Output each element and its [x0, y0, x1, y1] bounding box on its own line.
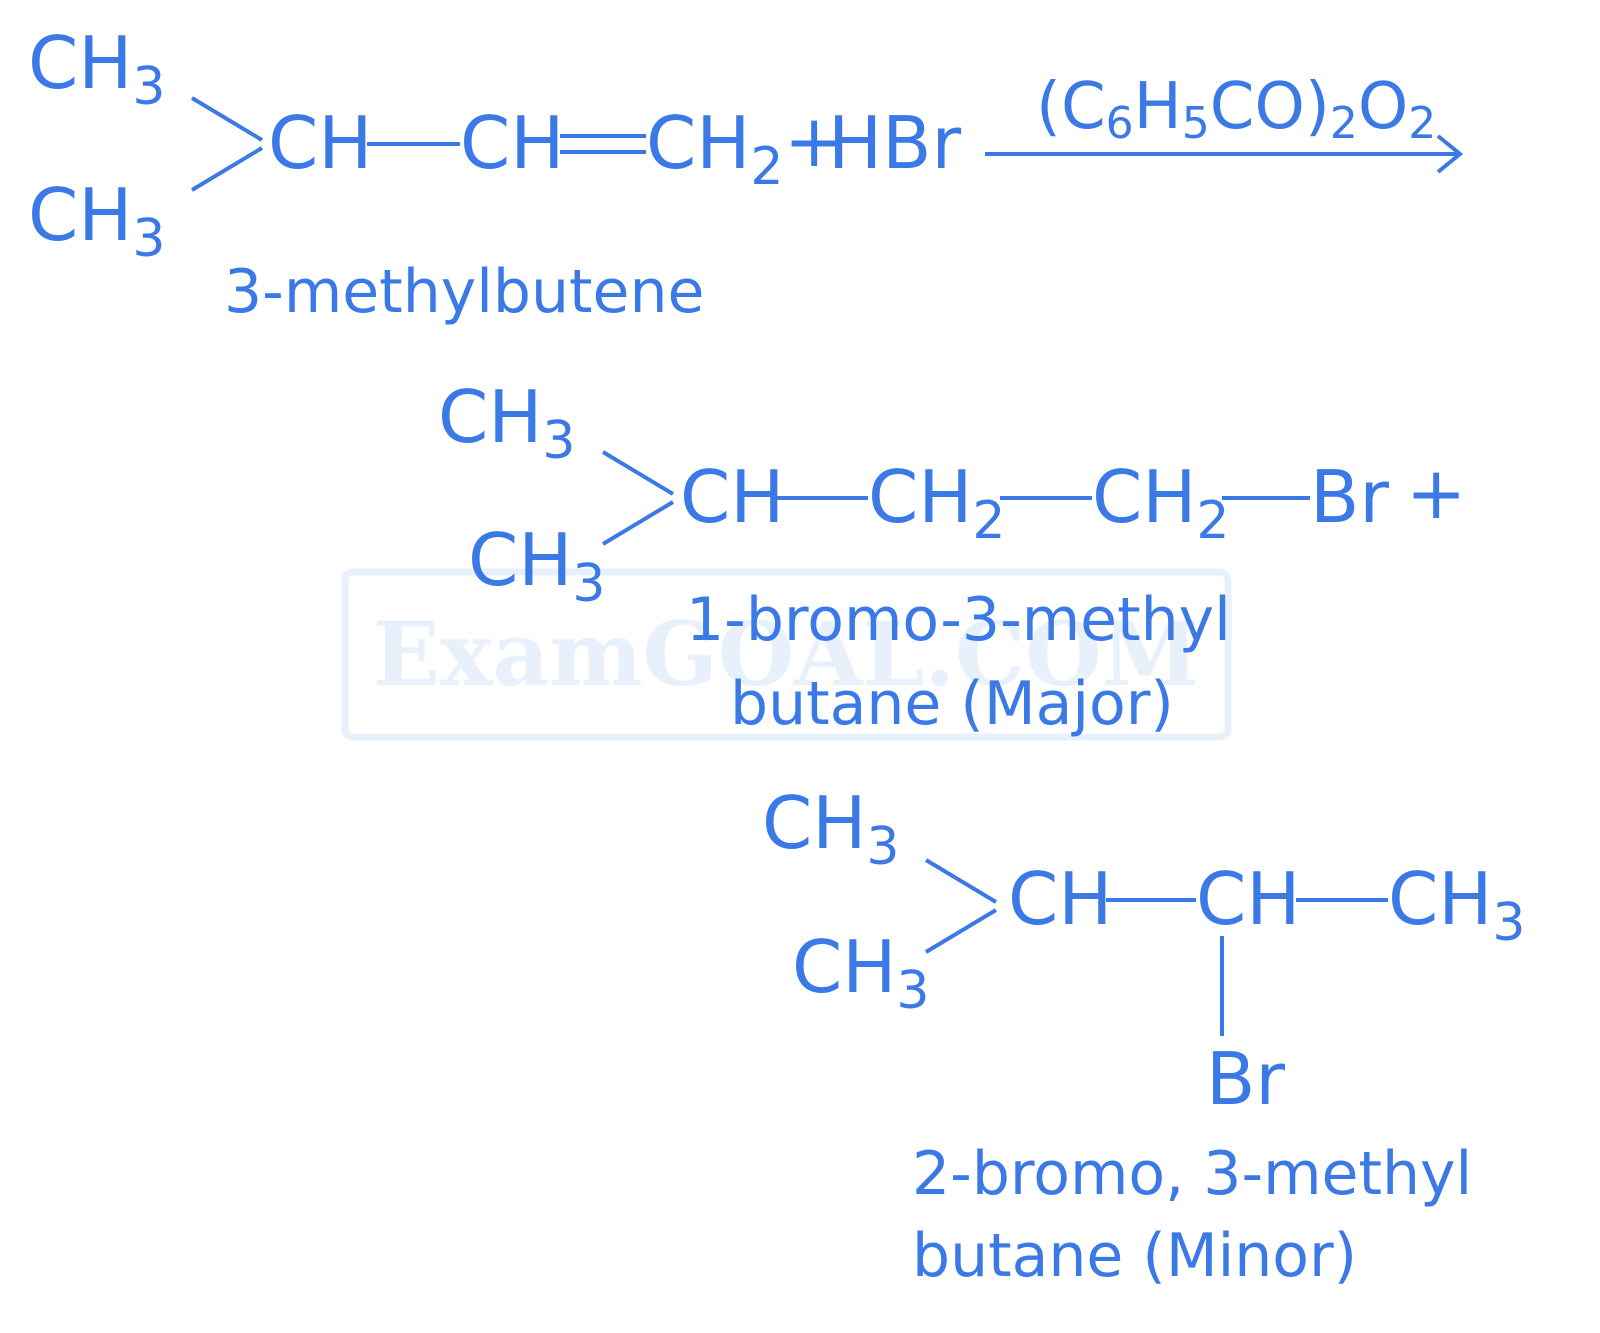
minor-br: Br: [1206, 1037, 1285, 1121]
minor-ch3-top: CH3: [762, 781, 900, 877]
minor-ch-a: CH: [1008, 857, 1112, 941]
minor-ch-b: CH: [1196, 857, 1300, 941]
reactant-ch3-top: CH3: [28, 21, 166, 117]
major-product: CH3 CH3 CH CH2 CH2 Br + 1-bromo-3-methyl…: [438, 375, 1466, 739]
major-plus: +: [1406, 451, 1466, 535]
reaction-condition: (C6H5CO)2O2: [1036, 70, 1436, 149]
reactant: CH3 CH3 CH CH CH2 + HBr 3-methylbutene: [28, 21, 962, 327]
major-name-line2: butane (Major): [730, 669, 1174, 739]
major-ch2-b: CH2: [1092, 455, 1230, 551]
reactant-ch-a: CH: [268, 101, 372, 185]
reactant-bonds: [190, 96, 646, 192]
major-ch3-bottom: CH3: [468, 518, 606, 614]
reaction-arrow: [985, 134, 1464, 174]
watermark-text: ExamGOAL.COM: [373, 602, 1199, 706]
minor-name-line1: 2-bromo, 3-methyl: [912, 1139, 1472, 1209]
minor-ch3-end: CH3: [1388, 857, 1526, 953]
reactant-reagent: HBr: [828, 101, 962, 185]
reactant-ch2: CH2: [646, 101, 784, 197]
minor-ch3-bottom: CH3: [792, 925, 930, 1021]
reactant-name: 3-methylbutene: [224, 257, 704, 327]
reactant-ch3-bottom: CH3: [28, 173, 166, 269]
minor-name-line2: butane (Minor): [912, 1221, 1357, 1291]
major-bonds: [601, 450, 1310, 546]
watermark: ExamGOAL.COM: [341, 568, 1232, 741]
reactant-ch-b: CH: [460, 101, 564, 185]
major-br: Br: [1310, 455, 1389, 539]
watermark-frame: [341, 568, 1232, 741]
minor-product: CH3 CH3 CH CH CH3 Br 2-bromo, 3-methyl b…: [762, 781, 1526, 1291]
major-ch: CH: [680, 455, 784, 539]
major-ch3-top: CH3: [438, 375, 576, 471]
minor-bonds: [924, 858, 1388, 1036]
reactant-plus: +: [784, 99, 844, 183]
major-ch2-a: CH2: [868, 455, 1006, 551]
major-name-line1: 1-bromo-3-methyl: [686, 585, 1231, 655]
